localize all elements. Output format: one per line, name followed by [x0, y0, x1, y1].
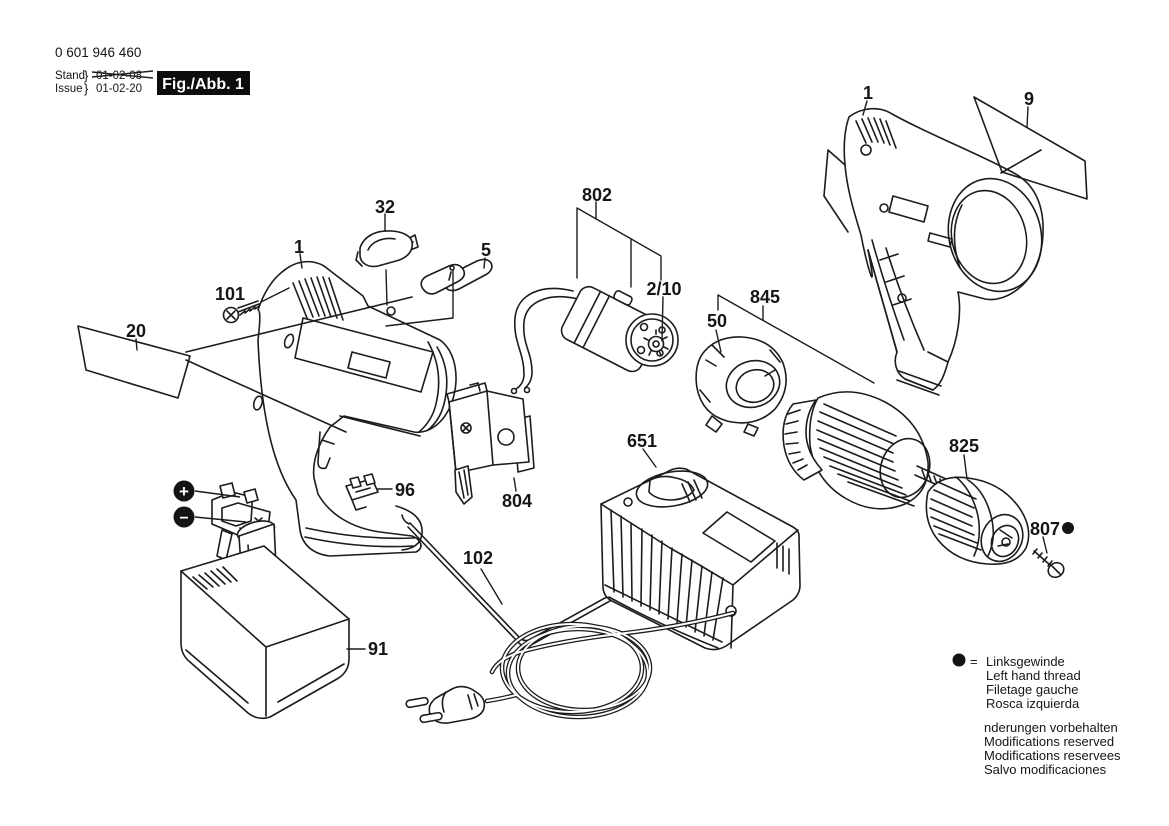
direction-selector-drawing: [420, 258, 493, 295]
switch-module-drawing: [446, 287, 579, 505]
title-block: 0 601 946 460 Stand Issue } } 01-02-08 0…: [55, 45, 250, 96]
brace-top: }: [84, 68, 89, 83]
power-cord-drawing: [405, 605, 737, 724]
chuck-screw-drawing: [1032, 548, 1065, 579]
polarity-badges: + −: [173, 480, 247, 528]
legend-left-hand-thread: Left hand thread: [986, 668, 1081, 683]
issue-label: Issue: [55, 83, 83, 95]
plus-icon: [173, 480, 195, 502]
charger-drawing: [600, 467, 801, 651]
callout-button: 32: [375, 197, 395, 217]
sticker-right-drawing: [973, 96, 1088, 200]
legend-equals: =: [970, 654, 978, 669]
legend-dot-icon: [952, 653, 966, 667]
callout-sticker-right: 9: [1024, 89, 1034, 109]
battery-pack-drawing: [180, 502, 350, 720]
drill-housing-left-drawing: [252, 234, 457, 557]
callout-sticker-left: 20: [126, 321, 146, 341]
callout-housing-screw: 101: [215, 284, 245, 304]
callout-battery: 91: [368, 639, 388, 659]
callout-housing-right: 1: [863, 83, 873, 103]
legend-rosca-izquierda: Rosca izquierda: [986, 696, 1080, 711]
drill-housing-right-drawing: [823, 107, 1044, 396]
callout-selector: 5: [481, 240, 491, 260]
gear-sleeve-drawing: [695, 336, 787, 437]
sticker-left-drawing: [77, 296, 413, 433]
minus-icon: [173, 506, 195, 528]
callout-contact-clip: 96: [395, 480, 415, 500]
legend-filetage-gauche: Filetage gauche: [986, 682, 1079, 697]
callout-chuck: 825: [949, 436, 979, 456]
minus-symbol: −: [179, 510, 188, 527]
housing-screw-drawing: [222, 300, 260, 324]
legend-modifications-reservees: Modifications reservees: [984, 748, 1121, 763]
euro-plug-drawing: [405, 685, 486, 724]
callout-charger: 651: [627, 431, 657, 451]
callout-gearbox: 845: [750, 287, 780, 307]
callout-housing-left: 1: [294, 237, 304, 257]
legend-linksgewinde: Linksgewinde: [986, 654, 1065, 669]
issue-date: 01-02-20: [96, 83, 142, 95]
figure-label: Fig./Abb. 1: [162, 76, 244, 93]
legend-modifications-reserved: Modifications reserved: [984, 734, 1114, 749]
document-part-number: 0 601 946 460: [55, 45, 141, 60]
gearbox-drawing: [782, 391, 954, 510]
legend-aenderungen: nderungen vorbehalten: [984, 720, 1118, 735]
pinion-gear-drawing: [643, 329, 669, 356]
callout-pinion: 2/10: [646, 279, 681, 299]
callout-wire-bail: 102: [463, 548, 493, 568]
legend-block: = Linksgewinde Left hand thread Filetage…: [952, 653, 1121, 777]
leader-lines: [135, 100, 1048, 650]
stand-label: Stand: [55, 70, 85, 82]
chuck-drawing: [925, 476, 1030, 565]
callout-motor: 802: [582, 185, 612, 205]
legend-salvo-modificaciones: Salvo modificaciones: [984, 762, 1107, 777]
callout-chuck-screw: 807: [1030, 519, 1060, 539]
callout-switch: 804: [502, 491, 532, 511]
left-hand-thread-dot-icon: [1062, 522, 1074, 534]
strikethrough-line-2: [91, 71, 154, 79]
callout-gear-sleeve: 50: [707, 311, 727, 331]
plus-symbol: +: [179, 482, 189, 501]
motor-drawing: [560, 285, 679, 373]
contact-clip-drawing: [345, 473, 379, 511]
strikethrough-line: [91, 70, 154, 78]
brace-bottom: }: [84, 81, 89, 96]
callout-labels: 1 32 5 101 20 96 91 102 804 802 2/10 845…: [126, 83, 1074, 659]
figure-label-box: [157, 71, 250, 95]
lock-button-drawing: [355, 230, 414, 268]
